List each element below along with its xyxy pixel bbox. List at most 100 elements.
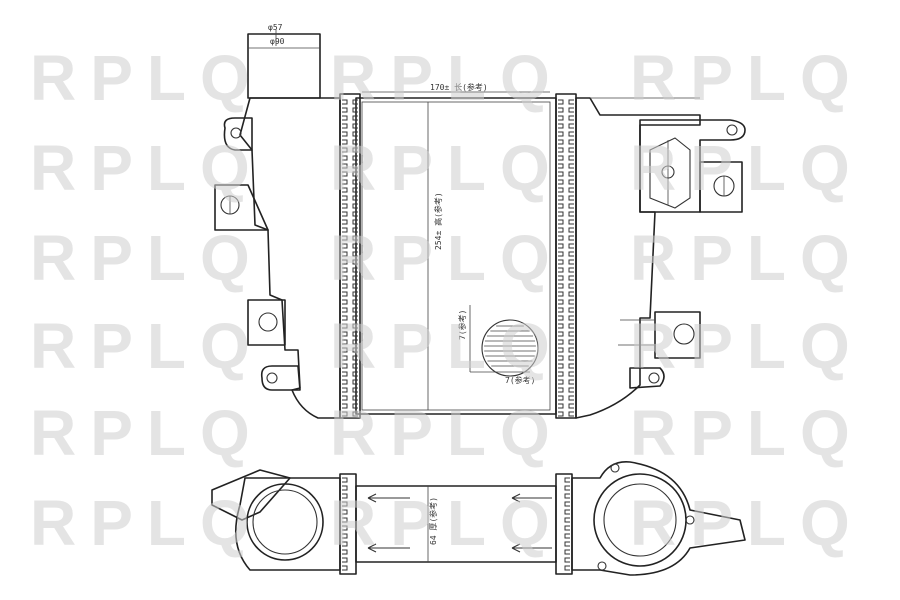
fin-tick <box>352 331 358 337</box>
fin-tick <box>564 541 570 547</box>
grommet-icon <box>673 323 695 345</box>
left-mounting-bracket-low <box>247 299 286 346</box>
fin-tick <box>352 283 358 289</box>
core-depth-label: 64 厚(参考) <box>428 497 438 545</box>
fin-tick <box>342 355 348 361</box>
watermark-text: RPLQ <box>630 310 864 382</box>
fin-tick <box>342 307 348 313</box>
fin-tick <box>558 243 564 249</box>
fin-tick <box>342 549 348 555</box>
fin-tick <box>564 525 570 531</box>
fin-tick <box>342 227 348 233</box>
watermark-text: RPLQ <box>30 310 264 382</box>
fin-tick <box>352 107 358 113</box>
fin-tick <box>342 187 348 193</box>
watermark-text: RPLQ <box>30 132 264 204</box>
fin-tick <box>352 219 358 225</box>
fin-tick <box>564 565 570 571</box>
fin-tick <box>558 355 564 361</box>
watermark-text: RPLQ <box>30 222 264 294</box>
fin-tick <box>558 195 564 201</box>
watermark-text: RPLQ <box>330 487 564 559</box>
fin-tick <box>558 203 564 209</box>
watermark-text: RPLQ <box>630 222 864 294</box>
fin-tick <box>342 235 348 241</box>
fin-tick <box>568 371 574 377</box>
watermark-text: RPLQ <box>630 42 864 114</box>
fin-tick <box>558 155 564 161</box>
flow-arrows <box>367 493 552 553</box>
fin-tick <box>558 171 564 177</box>
fin-tick <box>558 339 564 345</box>
fin-tick <box>352 307 358 313</box>
fin-tick <box>564 493 570 499</box>
fin-tick <box>352 379 358 385</box>
fin-tick <box>568 411 574 417</box>
watermark-text: RPLQ <box>30 487 264 559</box>
right-fin-ticks <box>558 99 574 417</box>
fin-tick <box>568 155 574 161</box>
bottom-core <box>355 485 557 563</box>
fin-tick <box>564 485 570 491</box>
fin-tick <box>558 219 564 225</box>
fin-tick <box>342 123 348 129</box>
left-mounting-bracket-bottom <box>260 365 301 391</box>
bottom-left-fin-ticks <box>342 477 348 571</box>
fin-tick <box>564 533 570 539</box>
fin-tick <box>352 363 358 369</box>
fin-tick <box>352 395 358 401</box>
fin-tick <box>342 525 348 531</box>
bolt-hole-icon <box>266 372 278 384</box>
fin-tick <box>568 355 574 361</box>
fin-tick <box>352 195 358 201</box>
fin-tick <box>558 363 564 369</box>
fin-tick <box>352 131 358 137</box>
fin-tick <box>568 299 574 305</box>
bottom-view: 64 厚(参考) <box>211 461 746 576</box>
fin-tick <box>352 275 358 281</box>
fin-tick <box>342 509 348 515</box>
left-tank <box>239 97 341 419</box>
bottom-left-tank <box>234 477 341 571</box>
tube-diameter-label: φ57 <box>268 23 283 32</box>
bottom-left-flange <box>211 469 291 521</box>
fin-tick <box>568 331 574 337</box>
bolt-hole-icon <box>685 515 695 525</box>
fin-tick <box>558 275 564 281</box>
bottom-right-fin-ticks <box>564 477 570 571</box>
inlet-port <box>246 483 324 561</box>
fin-tick <box>342 107 348 113</box>
label-side-dimension: 7(参考) <box>457 310 467 340</box>
fin-tick <box>342 267 348 273</box>
fin-tick <box>564 509 570 515</box>
fin-tick <box>564 549 570 555</box>
fin-tick <box>568 347 574 353</box>
fin-tick <box>352 139 358 145</box>
fin-tick <box>352 267 358 273</box>
fin-tick <box>342 219 348 225</box>
fin-tick <box>342 299 348 305</box>
fin-tick <box>568 307 574 313</box>
watermark-text: RPLQ <box>630 487 864 559</box>
watermark-text: RPLQ <box>630 397 864 469</box>
fin-tick <box>342 323 348 329</box>
fin-tick <box>352 115 358 121</box>
fin-tick <box>568 267 574 273</box>
fin-tick <box>558 163 564 169</box>
fin-tick <box>342 203 348 209</box>
fin-tick <box>342 371 348 377</box>
fin-tick <box>342 347 348 353</box>
fin-tick <box>352 299 358 305</box>
fin-tick <box>342 339 348 345</box>
fin-tick <box>342 379 348 385</box>
fin-tick <box>342 131 348 137</box>
fin-tick <box>568 379 574 385</box>
fin-tick <box>558 403 564 409</box>
fin-tick <box>352 187 358 193</box>
fin-tick <box>352 339 358 345</box>
core-height-label: 254± 高(参考) <box>433 192 443 250</box>
fin-tick <box>568 147 574 153</box>
outlet-port <box>603 483 677 557</box>
fin-tick <box>342 275 348 281</box>
watermark-layer: RPLQ RPLQ RPLQ RPLQ RPLQ RPLQ RPLQ RPLQ RPLQ RPLQ… <box>30 42 864 559</box>
